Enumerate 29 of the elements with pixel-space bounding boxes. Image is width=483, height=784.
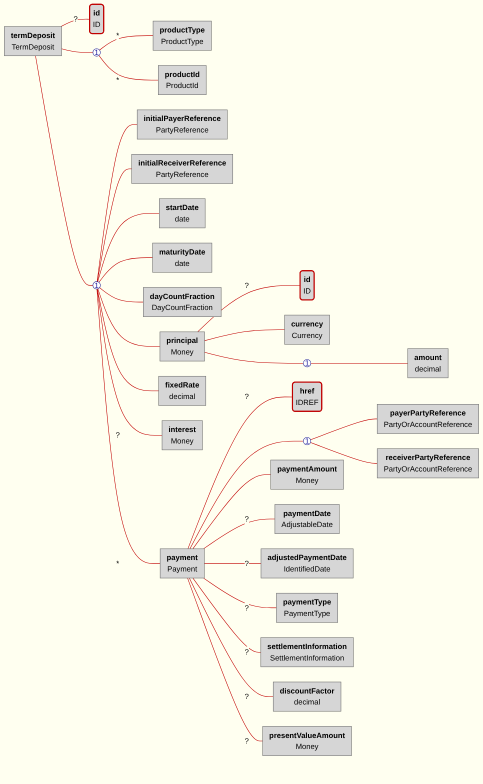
connector bbox=[189, 578, 274, 697]
connector bbox=[61, 48, 94, 53]
connector bbox=[99, 287, 144, 302]
connector bbox=[203, 578, 277, 608]
connector bbox=[98, 288, 160, 347]
connector bbox=[204, 329, 285, 341]
connector bbox=[96, 288, 160, 564]
connector bbox=[97, 288, 159, 392]
connector bbox=[203, 518, 276, 550]
connector bbox=[98, 257, 153, 283]
connector bbox=[310, 362, 408, 364]
connector bbox=[97, 213, 160, 282]
connector bbox=[187, 578, 263, 742]
connector bbox=[192, 474, 271, 550]
connector bbox=[204, 563, 262, 564]
connector bbox=[204, 352, 304, 364]
connector bbox=[310, 442, 378, 464]
connector bbox=[188, 396, 294, 550]
connector bbox=[96, 288, 162, 436]
connector bbox=[96, 124, 138, 282]
connector bbox=[190, 440, 304, 550]
connector bbox=[60, 18, 90, 27]
connector bbox=[99, 35, 154, 50]
connector bbox=[192, 578, 262, 652]
connector bbox=[97, 168, 132, 282]
connector bbox=[35, 56, 94, 286]
connector bbox=[310, 418, 378, 440]
connector bbox=[197, 285, 301, 332]
connector bbox=[98, 55, 159, 80]
